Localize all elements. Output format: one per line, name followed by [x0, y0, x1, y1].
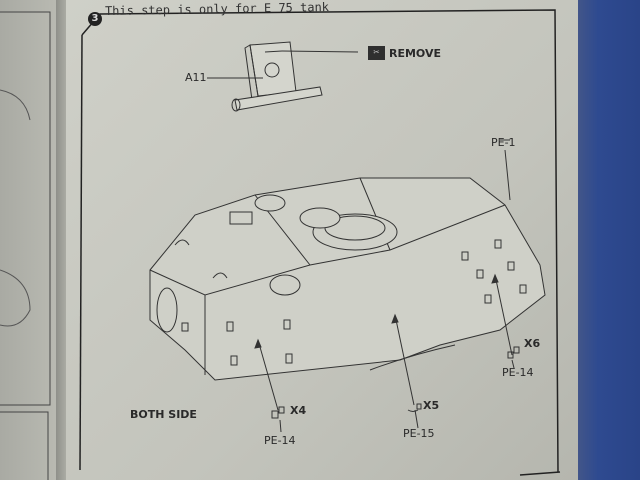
left-page-drawing — [0, 89, 31, 327]
both-side-note: BOTH SIDE — [130, 408, 197, 421]
callout-pe-14-left: PE-14 — [264, 434, 296, 447]
callout-qty-x6: X6 — [524, 337, 541, 350]
callout-qty-x4: X4 — [290, 404, 307, 417]
callout-pe-1: PE-1 — [491, 136, 516, 149]
callout-pe-15: PE-15 — [403, 427, 435, 440]
remove-label: REMOVE — [389, 47, 442, 60]
pe-part-icons — [271, 346, 520, 419]
part-label-a11: A11 — [185, 71, 207, 84]
callout-qty-x5: X5 — [423, 399, 440, 412]
callout-arrows — [254, 139, 515, 433]
left-page-frame — [0, 11, 51, 480]
tank-turret-drawing — [149, 177, 546, 381]
remove-icon: ✂ — [368, 46, 385, 60]
step-number-badge: 3 — [88, 12, 102, 26]
previous-page — [0, 0, 58, 480]
part-a11-drawing — [207, 41, 359, 112]
background-cloth — [570, 0, 640, 480]
callout-pe-14-right: PE-14 — [502, 366, 534, 379]
